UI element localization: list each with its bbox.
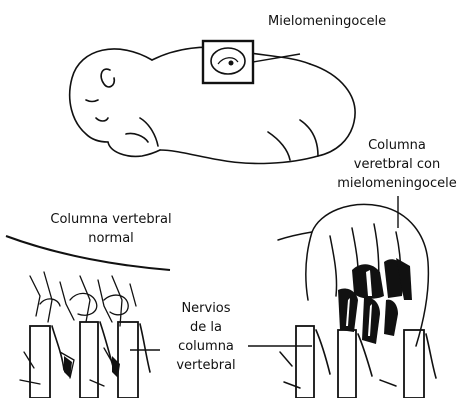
label-spine-with-myelo: Columna veretbral con mielomeningocele	[322, 136, 472, 193]
label-spinal-nerves-line-3: columna	[162, 337, 250, 356]
label-spinal-nerves: Nervios de la columna vertebral	[162, 299, 250, 375]
label-myelomeningocele-text: Mielomeningocele	[268, 12, 386, 31]
label-spinal-nerves-line-2: de la	[162, 318, 250, 337]
label-normal-spine-line-2: normal	[26, 229, 196, 248]
label-spine-with-myelo-line-2: veretbral con	[322, 155, 472, 174]
normal-spine-illustration	[20, 272, 150, 398]
label-myelomeningocele: Mielomeningocele	[268, 12, 386, 31]
label-normal-spine-line-1: Columna vertebral	[26, 210, 196, 229]
label-spine-with-myelo-line-1: Columna	[322, 136, 472, 155]
label-spinal-nerves-line-1: Nervios	[162, 299, 250, 318]
label-spine-with-myelo-line-3: mielomeningocele	[322, 174, 472, 193]
label-normal-spine: Columna vertebral normal	[26, 210, 196, 248]
leader-line-myelo	[253, 54, 300, 62]
lesion-icon	[211, 48, 245, 74]
lesion-box	[203, 41, 253, 83]
label-spinal-nerves-line-4: vertebral	[162, 356, 250, 375]
